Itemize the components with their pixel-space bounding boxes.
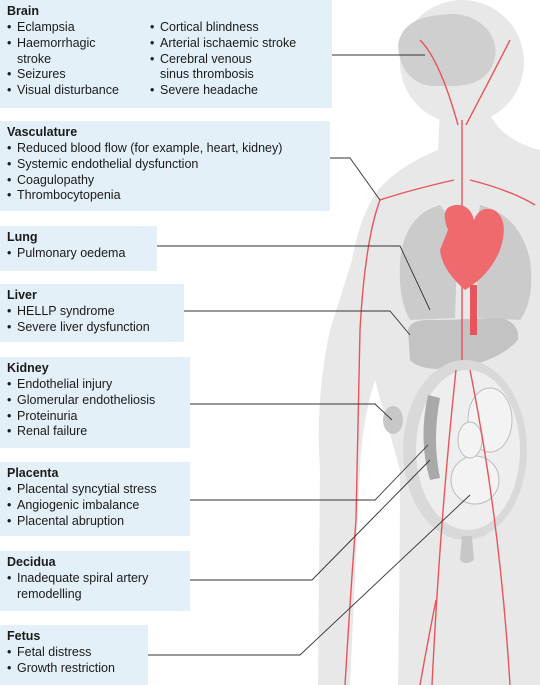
lung-list: Pulmonary oedema xyxy=(7,246,157,262)
placenta xyxy=(423,395,440,480)
placenta-list: Placental syncytial stress Angiogenic im… xyxy=(7,482,190,529)
list-item: Placental syncytial stress xyxy=(7,482,190,498)
list-item: Severe headache xyxy=(150,83,296,99)
cervix xyxy=(460,536,474,563)
list-item: Glomerular endotheliosis xyxy=(7,393,190,409)
list-item: Visual disturbance xyxy=(7,83,150,99)
list-item: HELLP syndrome xyxy=(7,304,184,320)
leader-kidney xyxy=(190,403,393,421)
list-item: Fetal distress xyxy=(7,645,148,661)
brain-list-right: Cortical blindness Arterial ischaemic st… xyxy=(150,20,296,99)
list-item: Systemic endothelial dysfunction xyxy=(7,157,330,173)
list-item: Renal failure xyxy=(7,424,190,440)
leader-vasculature xyxy=(330,157,381,201)
vasculature-list: Reduced blood flow (for example, heart, … xyxy=(7,141,330,204)
kidney-organ xyxy=(383,406,403,434)
leader-fetus xyxy=(148,494,471,656)
list-item: Proteinuria xyxy=(7,409,190,425)
liver-organ xyxy=(408,318,519,369)
decidua-box: Decidua Inadequate spiral arteryremodell… xyxy=(0,551,190,611)
list-item: Pulmonary oedema xyxy=(7,246,157,262)
list-item: Severe liver dysfunction xyxy=(7,320,184,336)
brain-title: Brain xyxy=(7,4,39,18)
placenta-box: Placenta Placental syncytial stress Angi… xyxy=(0,462,190,536)
liver-list: HELLP syndrome Severe liver dysfunction xyxy=(7,304,184,336)
decidua-title: Decidua xyxy=(7,555,56,569)
list-item: Arterial ischaemic stroke xyxy=(150,36,296,52)
placenta-title: Placenta xyxy=(7,466,59,480)
brain-organ xyxy=(398,14,496,86)
list-item: Angiogenic imbalance xyxy=(7,498,190,514)
list-item: Thrombocytopenia xyxy=(7,188,330,204)
leader-lines xyxy=(148,54,471,656)
list-item: Cortical blindness xyxy=(150,20,296,36)
vasculature-box: Vasculature Reduced blood flow (for exam… xyxy=(0,121,330,211)
list-item: Endothelial injury xyxy=(7,377,190,393)
leader-lung xyxy=(157,245,431,311)
kidney-list: Endothelial injury Glomerular endothelio… xyxy=(7,377,190,440)
list-item: Placental abruption xyxy=(7,514,190,530)
leader-liver xyxy=(184,310,411,336)
arteries xyxy=(344,39,536,685)
leader-decidua xyxy=(190,459,431,581)
kidney-title: Kidney xyxy=(7,361,49,375)
fetus-list: Fetal distress Growth restriction xyxy=(7,645,148,677)
liver-box: Liver HELLP syndrome Severe liver dysfun… xyxy=(0,284,184,342)
heart-organ xyxy=(440,205,504,290)
fetus-box: Fetus Fetal distress Growth restriction xyxy=(0,625,148,685)
list-item: Eclampsia xyxy=(7,20,150,36)
lung-title: Lung xyxy=(7,230,38,244)
kidney-box: Kidney Endothelial injury Glomerular end… xyxy=(0,357,190,448)
leader-placenta xyxy=(190,444,429,501)
vasculature-title: Vasculature xyxy=(7,125,78,139)
aorta xyxy=(470,285,477,335)
list-item: Growth restriction xyxy=(7,661,148,677)
list-item: Coagulopathy xyxy=(7,173,330,189)
fetus-title: Fetus xyxy=(7,629,41,643)
left-lung xyxy=(399,205,458,320)
lung-box: Lung Pulmonary oedema xyxy=(0,226,157,271)
list-item: Seizures xyxy=(7,67,150,83)
list-item: Reduced blood flow (for example, heart, … xyxy=(7,141,330,157)
liver-title: Liver xyxy=(7,288,37,302)
